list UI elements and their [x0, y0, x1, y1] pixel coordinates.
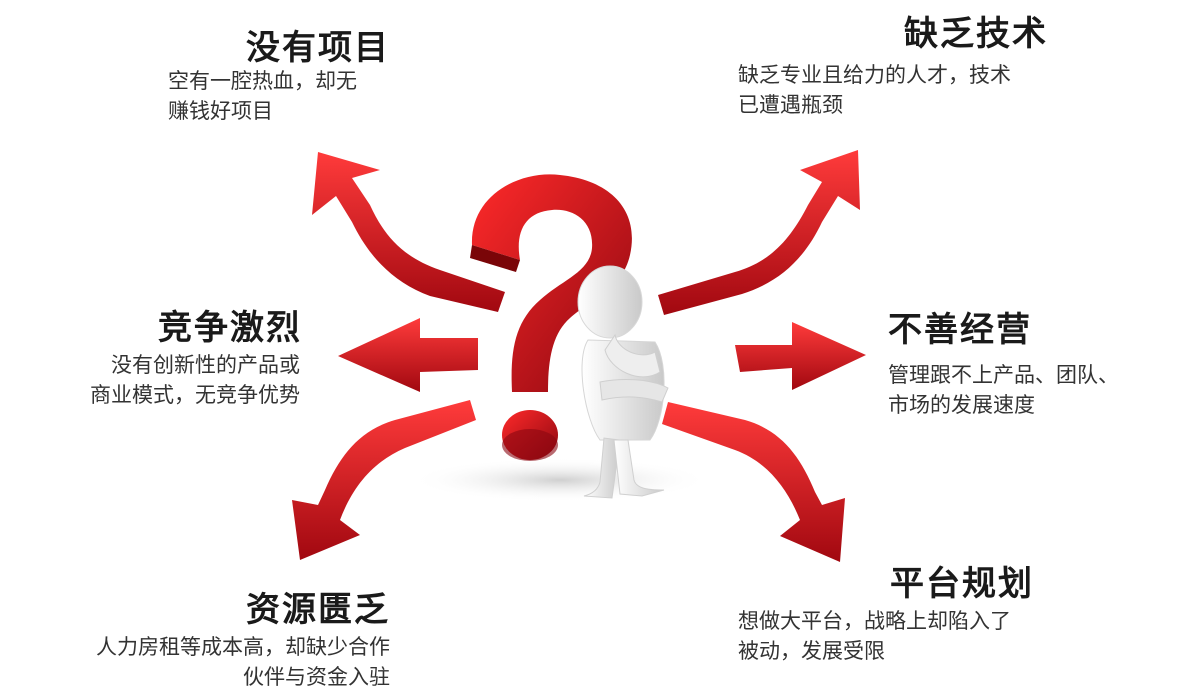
desc-line: 想做大平台，战略上却陷入了 — [738, 609, 1011, 633]
arrow-left — [338, 318, 478, 392]
thinking-man-figure — [577, 265, 669, 499]
desc-line: 市场的发展速度 — [888, 393, 1035, 417]
desc-line: 伙伴与资金入驻 — [243, 665, 390, 689]
desc-competition: 没有创新性的产品或 商业模式，无竞争优势 — [58, 350, 300, 410]
title-no-project: 没有项目 — [246, 28, 390, 68]
desc-poor-management: 管理跟不上产品、团队、 市场的发展速度 — [888, 360, 1119, 420]
arrow-right — [735, 322, 866, 390]
desc-line: 人力房租等成本高，却缺少合作 — [96, 635, 390, 659]
desc-line: 赚钱好项目 — [168, 99, 273, 123]
desc-line: 没有创新性的产品或 — [111, 353, 300, 377]
desc-line: 管理跟不上产品、团队、 — [888, 363, 1119, 387]
title-lack-tech: 缺乏技术 — [904, 14, 1048, 54]
title-platform-planning: 平台规划 — [890, 564, 1034, 604]
desc-no-project: 空有一腔热血，却无 赚钱好项目 — [168, 66, 357, 126]
title-lack-resources: 资源匮乏 — [246, 590, 390, 630]
arrow-up-right — [658, 150, 860, 315]
desc-line: 被动，发展受限 — [738, 639, 885, 663]
desc-line: 空有一腔热血，却无 — [168, 69, 357, 93]
desc-platform-planning: 想做大平台，战略上却陷入了 被动，发展受限 — [738, 606, 1011, 666]
title-poor-management: 不善经营 — [888, 310, 1032, 350]
desc-line: 缺乏专业且给力的人才，技术 — [738, 63, 1011, 87]
arrow-down-left — [292, 400, 476, 560]
arrow-down-right — [662, 402, 845, 562]
desc-lack-resources: 人力房租等成本高，却缺少合作 伙伴与资金入驻 — [50, 632, 390, 692]
title-competition: 竞争激烈 — [158, 308, 302, 348]
desc-line: 已遭遇瓶颈 — [738, 93, 843, 117]
arrow-up-left — [312, 152, 505, 312]
question-mark-icon — [470, 174, 632, 461]
desc-lack-tech: 缺乏专业且给力的人才，技术 已遭遇瓶颈 — [738, 60, 1011, 120]
desc-line: 商业模式，无竞争优势 — [90, 383, 300, 407]
